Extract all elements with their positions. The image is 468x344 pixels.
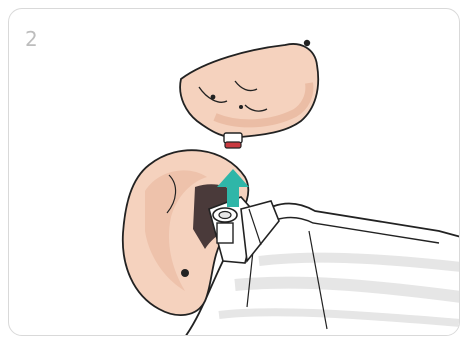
- earpiece: [180, 40, 318, 148]
- instruction-panel: 2: [8, 8, 460, 336]
- instruction-illustration: [9, 9, 460, 336]
